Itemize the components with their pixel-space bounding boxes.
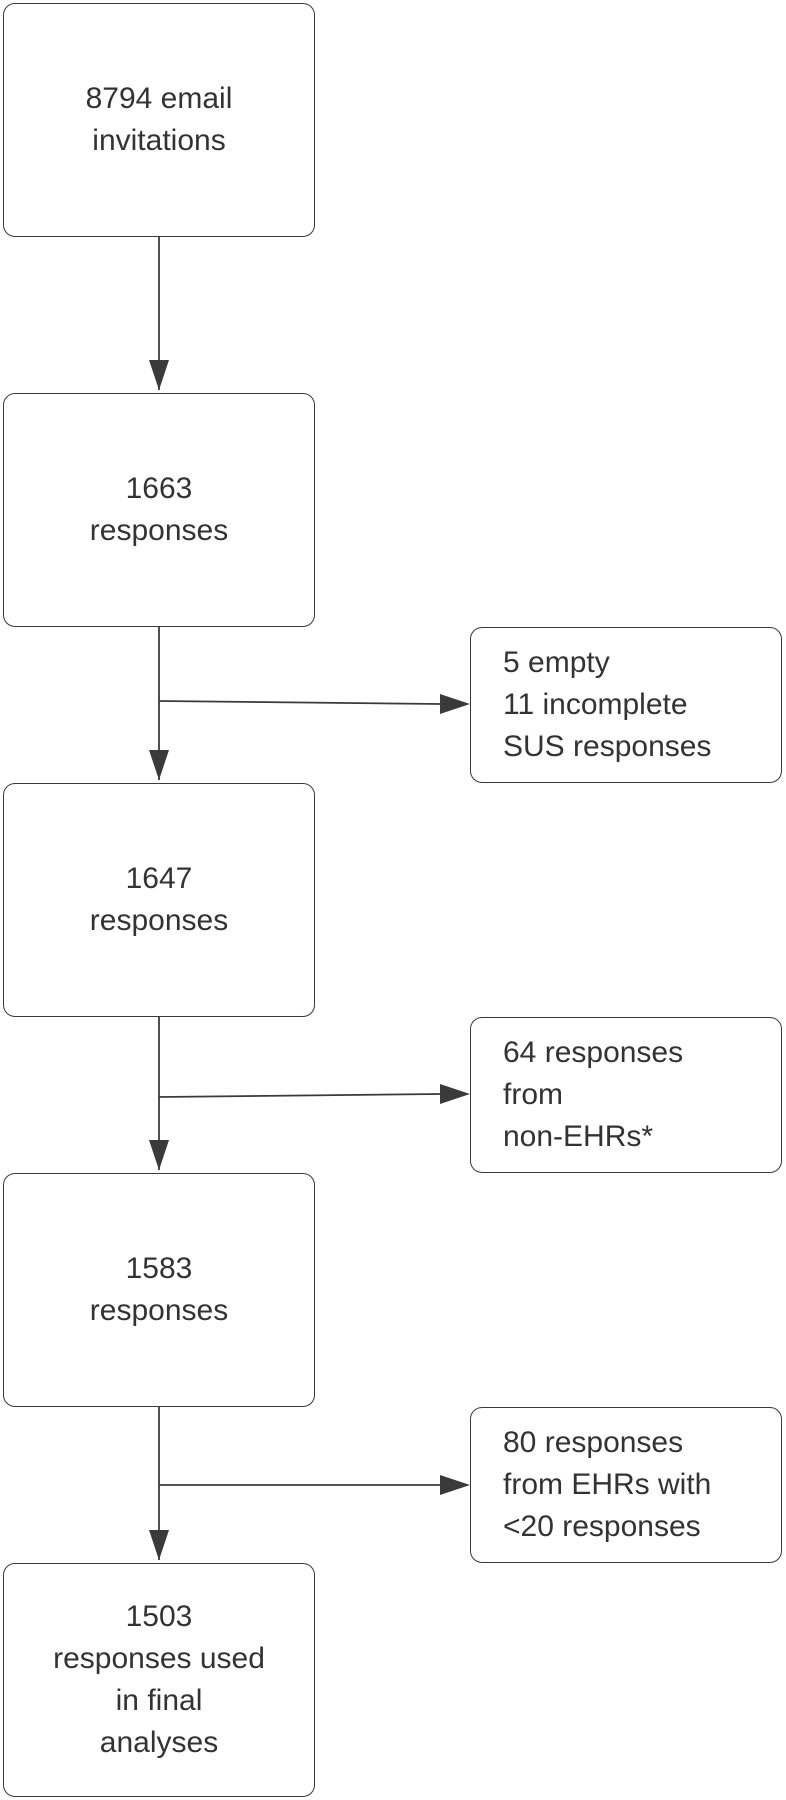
step-invitations-line-2: invitations bbox=[92, 124, 226, 157]
arrow-exclusion-2 bbox=[158, 1093, 441, 1098]
step-ehr-responses-line-1: 1583 bbox=[125, 1252, 193, 1285]
step-final-analyses-line-3: in final bbox=[115, 1684, 203, 1717]
exclusion-non-ehr-line-1: 64 responses bbox=[503, 1036, 684, 1069]
arrowhead-exclusion-1 bbox=[440, 694, 470, 714]
exclusion-incomplete-line-3: SUS responses bbox=[503, 730, 712, 763]
step-complete-responses-line-1: 1647 bbox=[125, 862, 193, 895]
exclusion-non-ehr-line-2: from bbox=[503, 1078, 563, 1111]
arrowhead-exclusion-3 bbox=[440, 1475, 470, 1495]
exclusion-incomplete-line-2: 11 incomplete bbox=[503, 688, 688, 721]
arrow-exclusion-1 bbox=[158, 700, 441, 705]
exclusion-incomplete-box: 5 empty 11 incomplete SUS responses bbox=[470, 627, 782, 783]
step-complete-responses-box: 1647 responses bbox=[3, 783, 315, 1017]
arrowhead-exclusion-2 bbox=[440, 1084, 470, 1104]
step-responses-box: 1663 responses bbox=[3, 393, 315, 627]
step-ehr-responses-line-2: responses bbox=[89, 1294, 229, 1327]
exclusion-small-ehr-line-3: <20 responses bbox=[503, 1510, 701, 1543]
exclusion-small-ehr-line-1: 80 responses bbox=[503, 1426, 684, 1459]
exclusion-small-ehr-box: 80 responses from EHRs with <20 response… bbox=[470, 1407, 782, 1563]
step-final-analyses-line-2: responses used bbox=[53, 1642, 265, 1675]
arrowhead-step5 bbox=[149, 1530, 169, 1560]
arrowhead-step4 bbox=[149, 1140, 169, 1170]
step-invitations-box: 8794 email invitations bbox=[3, 3, 315, 237]
exclusion-non-ehr-line-3: non-EHRs* bbox=[503, 1120, 654, 1153]
step-invitations-line-1: 8794 email bbox=[85, 82, 233, 115]
step-ehr-responses-box: 1583 responses bbox=[3, 1173, 315, 1407]
step-responses-line-1: 1663 bbox=[125, 472, 193, 505]
exclusion-small-ehr-line-2: from EHRs with bbox=[503, 1468, 712, 1501]
step-final-analyses-box: 1503 responses used in final analyses bbox=[3, 1563, 315, 1797]
step-complete-responses-line-2: responses bbox=[89, 904, 229, 937]
exclusion-incomplete-line-1: 5 empty bbox=[503, 646, 610, 679]
step-final-analyses-line-1: 1503 bbox=[125, 1600, 193, 1633]
arrowhead-step3 bbox=[149, 750, 169, 780]
exclusion-non-ehr-box: 64 responses from non-EHRs* bbox=[470, 1017, 782, 1173]
step-final-analyses-line-4: analyses bbox=[99, 1726, 219, 1759]
step-responses-line-2: responses bbox=[89, 514, 229, 547]
arrowhead-step2 bbox=[149, 360, 169, 390]
